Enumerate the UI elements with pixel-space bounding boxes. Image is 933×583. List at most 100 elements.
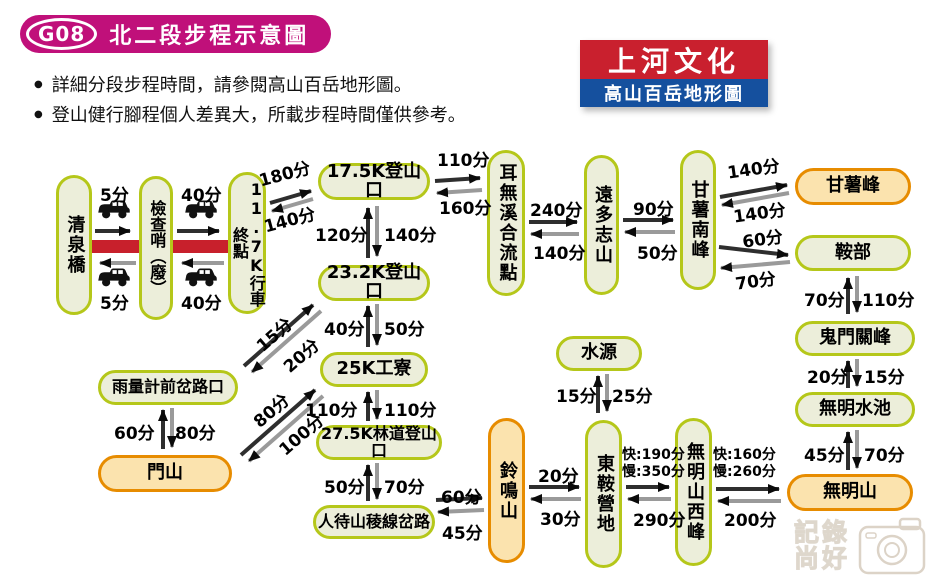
arrow-rendaishan-lingmingshan	[435, 493, 485, 517]
time-label: 160分	[439, 199, 492, 219]
arrow-k175-erwuxi	[434, 173, 483, 198]
node-lingmingshan: 鈴鳴山	[488, 418, 525, 563]
node-wuming-west-peak: 無明山西峰	[675, 418, 712, 566]
publisher-logo: 上河文化 高山百岳地形圖	[580, 40, 768, 107]
node-menshan: 門山	[98, 455, 232, 492]
node-wumingshan: 無明山	[787, 474, 913, 511]
time-label: 50分	[384, 320, 425, 340]
arrow-dongan-wumingxifeng	[626, 482, 671, 504]
node-rain-gauge-fork: 雨量計前岔路口	[98, 370, 238, 405]
watermark-text: 記錄尚好	[794, 517, 851, 573]
time-label: 20分	[807, 368, 848, 388]
time-label: 70分	[384, 478, 425, 498]
arrow-k25-k275	[363, 390, 382, 421]
publisher-series: 高山百岳地形圖	[580, 79, 768, 107]
time-label: 5分	[100, 294, 129, 314]
arrow-anbu-guimenguan	[843, 276, 862, 314]
time-label: 140分	[384, 226, 437, 246]
arrow-shuiyuan-dongan	[593, 374, 612, 413]
time-label: 200分	[724, 511, 777, 531]
time-label: 45分	[804, 446, 845, 466]
node-25k-hut: 25K工寮	[320, 352, 428, 387]
node-rendaishan-ridge-fork: 人待山稜線岔路	[313, 505, 435, 539]
node-ganshufeng: 甘薯峰	[795, 168, 911, 205]
time-label: 40分	[324, 320, 365, 340]
arrow-checkpoint-k117	[177, 226, 224, 268]
time-label: 140分	[533, 244, 586, 264]
watermark: 記錄尚好	[794, 515, 930, 577]
arrow-yuliangji-k232	[242, 303, 323, 374]
time-label: 290分	[633, 511, 686, 531]
arrow-k275-rendaishan	[363, 463, 382, 501]
node-erwuxi-confluence: 耳無溪合流點	[487, 150, 525, 296]
node-11-7k-road-end: 11.7K行車終點	[228, 172, 266, 314]
arrow-yuliangji-menshan	[158, 408, 177, 449]
node-wuming-pond: 無明水池	[795, 392, 915, 427]
title-badge: G08 北二段步程示意圖	[20, 15, 332, 53]
arrow-lingmingshan-dongan	[529, 482, 581, 504]
time-label: 240分	[530, 201, 583, 221]
time-label: 110分	[862, 291, 915, 311]
time-label: 45分	[442, 524, 483, 544]
car-icon	[185, 268, 217, 287]
time-label: 110分	[437, 151, 490, 171]
note-line: 詳細分段步程時間，請參閱高山百岳地形圖。	[34, 71, 412, 97]
map-code: G08	[26, 18, 98, 50]
time-label: 80分	[175, 424, 216, 444]
node-guimenguan-peak: 鬼門關峰	[795, 321, 915, 356]
arrow-ganshunanfeng-ganshufeng	[719, 182, 790, 208]
time-label: 60分	[441, 488, 482, 508]
arrow-qingquan-checkpoint	[95, 226, 136, 268]
arrow-menshan-k25	[239, 388, 325, 463]
time-label: 70分	[864, 446, 905, 466]
node-17-5k-trailhead: 17.5K登山口	[318, 162, 430, 200]
camera-icon	[858, 517, 926, 575]
arrow-k175-k232	[363, 206, 382, 258]
car-icon	[98, 268, 130, 287]
time-label: 20分	[538, 467, 579, 487]
car-icon	[98, 200, 130, 219]
node-checkpoint-abandoned: 檢查哨（廢）	[139, 176, 173, 320]
arrow-guimenguan-wumingshuichi	[843, 359, 862, 388]
publisher-brand: 上河文化	[580, 40, 768, 79]
time-label: 40分	[181, 294, 222, 314]
time-label: 25分	[612, 387, 653, 407]
node-23-2k-trailhead: 23.2K登山口	[318, 263, 430, 301]
time-label: 50分	[637, 244, 678, 264]
time-label: 110分	[384, 401, 437, 421]
time-label: 快:160分	[713, 447, 776, 463]
road-segment	[90, 240, 141, 253]
page-title: 北二段步程示意圖	[109, 24, 310, 49]
time-label: 120分	[315, 226, 368, 246]
note-line: 登山健行腳程個人差異大，所載步程時間僅供參考。	[34, 101, 466, 127]
arrow-ganshunanfeng-anbu	[718, 245, 791, 273]
time-label: 慢:260分	[713, 464, 776, 480]
node-east-saddle-camp: 東鞍營地	[585, 420, 622, 568]
arrow-wumingshuichi-wumingshan	[843, 430, 862, 470]
time-label: 30分	[540, 510, 581, 530]
time-label: 70分	[804, 291, 845, 311]
time-label: 60分	[114, 424, 155, 444]
node-water-source: 水源	[556, 336, 642, 371]
car-icon	[185, 200, 217, 219]
road-segment	[171, 240, 230, 253]
arrow-erwuxi-yuanduozhi	[529, 217, 579, 239]
arrow-k232-k25	[363, 304, 382, 347]
node-saddle: 鞍部	[795, 235, 911, 271]
arrow-wumingxifeng-wumingshan	[716, 484, 781, 506]
node-ganshu-south-peak: 甘薯南峰	[680, 150, 716, 290]
time-label: 50分	[324, 478, 365, 498]
time-label: 5分	[100, 186, 129, 206]
time-label: 90分	[633, 200, 674, 220]
time-label: 快:190分	[622, 447, 685, 463]
time-label: 慢:350分	[622, 464, 685, 480]
node-yuanduozhishan: 遠多志山	[584, 155, 619, 295]
time-label: 40分	[181, 186, 222, 206]
node-27-5k-trailhead: 27.5K林道登山口	[316, 425, 442, 460]
time-label: 110分	[305, 401, 358, 421]
time-label: 15分	[864, 368, 905, 388]
time-label: 15分	[556, 387, 597, 407]
arrow-yuanduozhi-ganshunanfeng	[623, 215, 675, 237]
node-qingquan-bridge: 清泉橋	[56, 175, 92, 315]
